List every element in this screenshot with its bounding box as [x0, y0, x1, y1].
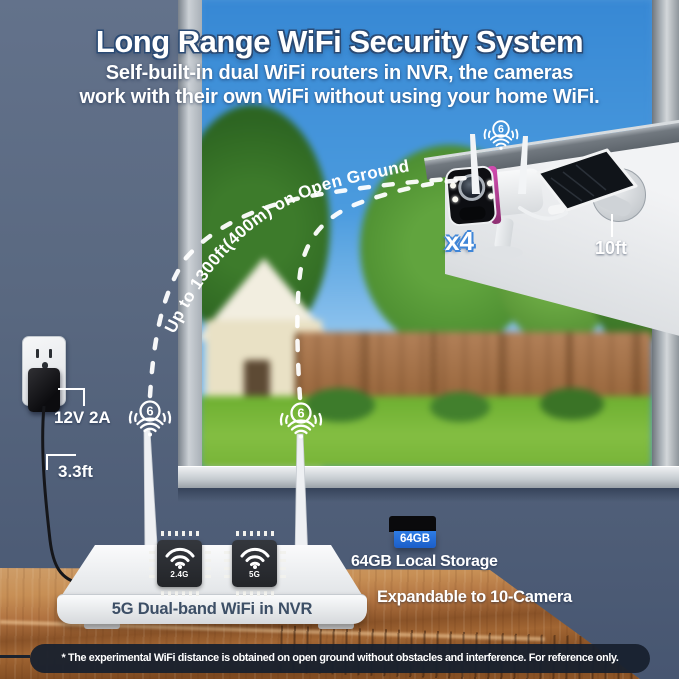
chip-pins — [205, 551, 211, 579]
power-adapter — [28, 368, 60, 412]
backyard-bush — [305, 388, 375, 422]
sd-card — [389, 516, 436, 532]
nvr-foot — [84, 622, 120, 629]
outlet-slot — [49, 349, 52, 358]
cable-tail — [0, 655, 30, 658]
outlet-slot — [36, 349, 39, 358]
chip-pins — [224, 551, 230, 579]
chip-label: 2.4G — [170, 570, 189, 579]
camera-led — [449, 182, 457, 189]
nvr-antenna-left — [143, 429, 159, 561]
wifi-chip-2-4g: 2.4G — [157, 540, 202, 587]
subtitle-line2: work with their own WiFi without using y… — [79, 86, 600, 108]
window-sill — [178, 466, 679, 488]
disclaimer-banner: * The experimental WiFi distance is obta… — [30, 644, 650, 673]
window-sill-shadow — [178, 488, 679, 502]
outlet-ground-hole — [42, 362, 48, 369]
chip-pins — [149, 551, 155, 579]
camera-led — [451, 196, 459, 203]
backyard-bush — [430, 392, 490, 422]
camera-led — [486, 180, 494, 187]
camera-led — [487, 192, 495, 200]
power-cable — [41, 405, 83, 586]
sd-card-label: 64GB — [394, 531, 436, 548]
backyard-bush — [540, 388, 604, 420]
storage-caption: 64GB Local Storage — [351, 553, 498, 570]
solar-cable-length-label: 10ft — [595, 238, 628, 258]
nvr-foot — [318, 622, 354, 629]
chip-pins — [161, 531, 199, 536]
chip-pins — [236, 591, 274, 596]
chip-pins — [236, 531, 274, 536]
power-cable-length-label: 3.3ft — [58, 462, 93, 481]
wifi6-badge — [128, 400, 172, 438]
page-title: Long Range WiFi Security System — [95, 24, 584, 59]
security-camera — [444, 165, 498, 227]
subtitle-line1: Self-built-in dual WiFi routers in NVR, … — [105, 62, 574, 84]
camera-bracket-base — [481, 246, 523, 259]
wifi-icon — [165, 547, 194, 569]
expand-note: Expandable to 10-Camera — [377, 588, 572, 606]
chip-label: 5G — [248, 570, 261, 579]
camera-lens — [457, 172, 487, 203]
wifi-icon — [240, 547, 269, 569]
camera-count-label: x4 — [445, 226, 474, 256]
camera-pir-sensor — [459, 205, 487, 222]
nvr-device: 5G Dual-band WiFi in NVR — [57, 594, 367, 624]
chip-pins — [280, 551, 286, 579]
wifi-chip-5g: 5G — [232, 540, 277, 587]
nvr-top-face — [60, 545, 364, 598]
power-spec-label: 12V 2A — [54, 408, 111, 427]
chip-pins — [161, 591, 199, 596]
